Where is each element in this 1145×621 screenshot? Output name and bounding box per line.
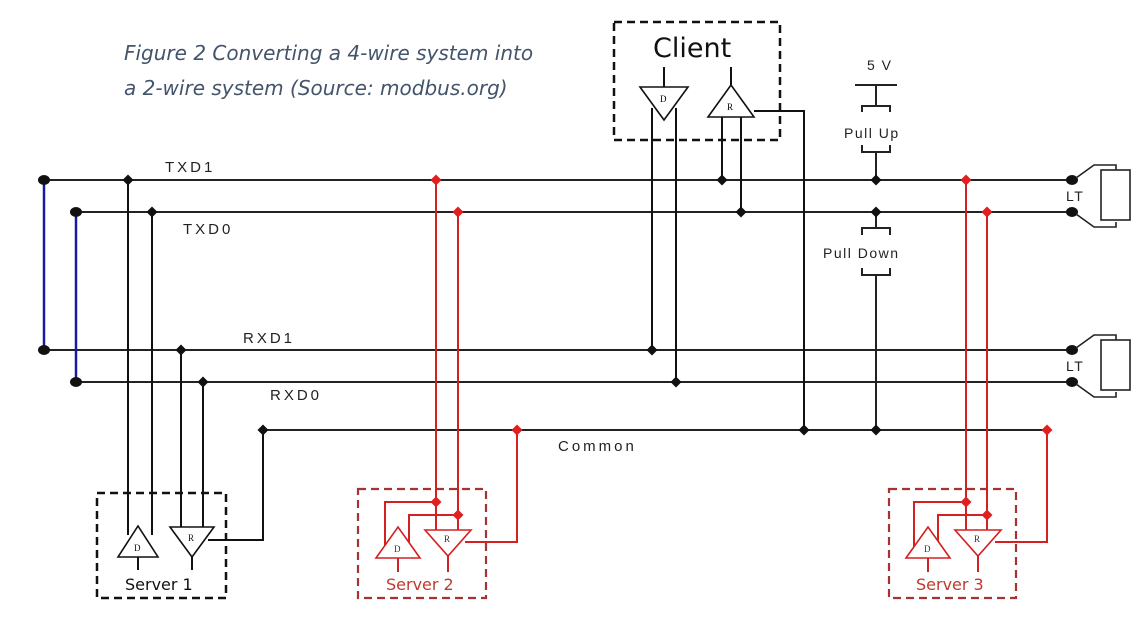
client-driver-letter: D bbox=[660, 94, 667, 104]
junction-node-highlighted bbox=[960, 496, 972, 508]
server-3-driver-letter: D bbox=[924, 544, 931, 554]
terminal-dot bbox=[38, 345, 50, 355]
junction-node bbox=[146, 206, 158, 218]
lt-label: LT bbox=[1066, 358, 1084, 374]
server-1-label: Server 1 bbox=[125, 575, 193, 594]
pull-down-network bbox=[861, 212, 891, 430]
server-1-driver-letter: D bbox=[134, 543, 141, 553]
junction-node-highlighted bbox=[430, 174, 442, 186]
junction-node bbox=[257, 424, 269, 436]
pull-up-label: Pull Up bbox=[844, 125, 900, 141]
txd1-label: TXD1 bbox=[165, 159, 215, 176]
client-driver-icon bbox=[638, 86, 690, 122]
junction-node bbox=[670, 376, 682, 388]
resistor-icon bbox=[1100, 339, 1131, 391]
line-terminator-tx: LT bbox=[1066, 164, 1131, 228]
junction-node bbox=[646, 344, 658, 356]
terminal-dot bbox=[38, 175, 50, 185]
server-3-node: D R Server 3 bbox=[887, 487, 1018, 600]
client-node: Client D R bbox=[612, 20, 782, 142]
resistor-icon bbox=[1100, 169, 1131, 221]
pull-down-label: Pull Down bbox=[823, 245, 900, 261]
junction-node-highlighted bbox=[981, 206, 993, 218]
junction-node bbox=[870, 206, 882, 218]
junction-node-highlighted bbox=[1041, 424, 1053, 436]
junction-node bbox=[197, 376, 209, 388]
terminal-dot bbox=[70, 377, 82, 387]
server-2-driver-letter: D bbox=[394, 544, 401, 554]
junction-node bbox=[798, 424, 810, 436]
server-3-label: Server 3 bbox=[916, 575, 984, 594]
client-receiver-icon bbox=[706, 83, 756, 118]
server-2-receiver-icon bbox=[423, 529, 473, 558]
junction-node bbox=[175, 344, 187, 356]
junction-node bbox=[716, 174, 728, 186]
server-2-node: D R Server 2 bbox=[356, 487, 488, 600]
junction-node-highlighted bbox=[981, 509, 993, 521]
server-1-receiver-letter: R bbox=[188, 533, 194, 543]
figure-caption-line2: a 2-wire system (Source: modbus.org) bbox=[124, 76, 508, 100]
server-3-receiver-icon bbox=[953, 529, 1003, 558]
junction-node bbox=[870, 174, 882, 186]
supply-voltage-label: 5 V bbox=[867, 57, 893, 73]
client-box bbox=[612, 20, 782, 142]
line-terminator-rx: LT bbox=[1066, 334, 1131, 398]
rxd0-label: RXD0 bbox=[270, 387, 322, 404]
junction-node-highlighted bbox=[960, 174, 972, 186]
junction-node bbox=[122, 174, 134, 186]
client-receiver-letter: R bbox=[727, 102, 733, 112]
server-2-box bbox=[356, 487, 488, 600]
server-3-box bbox=[887, 487, 1018, 600]
client-title: Client bbox=[653, 33, 731, 64]
junction-node bbox=[870, 424, 882, 436]
server-1-node: D R Server 1 bbox=[95, 491, 228, 600]
terminal-dot bbox=[70, 207, 82, 217]
junction-node-highlighted bbox=[430, 496, 442, 508]
junction-node-highlighted bbox=[511, 424, 523, 436]
junction-node bbox=[735, 206, 747, 218]
junction-node-highlighted bbox=[452, 206, 464, 218]
junction-node-highlighted bbox=[452, 509, 464, 521]
lt-label: LT bbox=[1066, 188, 1084, 204]
txd0-label: TXD0 bbox=[183, 221, 233, 238]
server-1-receiver-icon bbox=[168, 526, 216, 559]
server-2-label: Server 2 bbox=[386, 575, 454, 594]
server-2-receiver-letter: R bbox=[444, 534, 450, 544]
rxd1-label: RXD1 bbox=[243, 330, 295, 347]
figure-caption-line1: Figure 2 Converting a 4-wire system into bbox=[124, 41, 533, 65]
common-label: Common bbox=[558, 438, 637, 455]
server-3-receiver-letter: R bbox=[974, 534, 980, 544]
